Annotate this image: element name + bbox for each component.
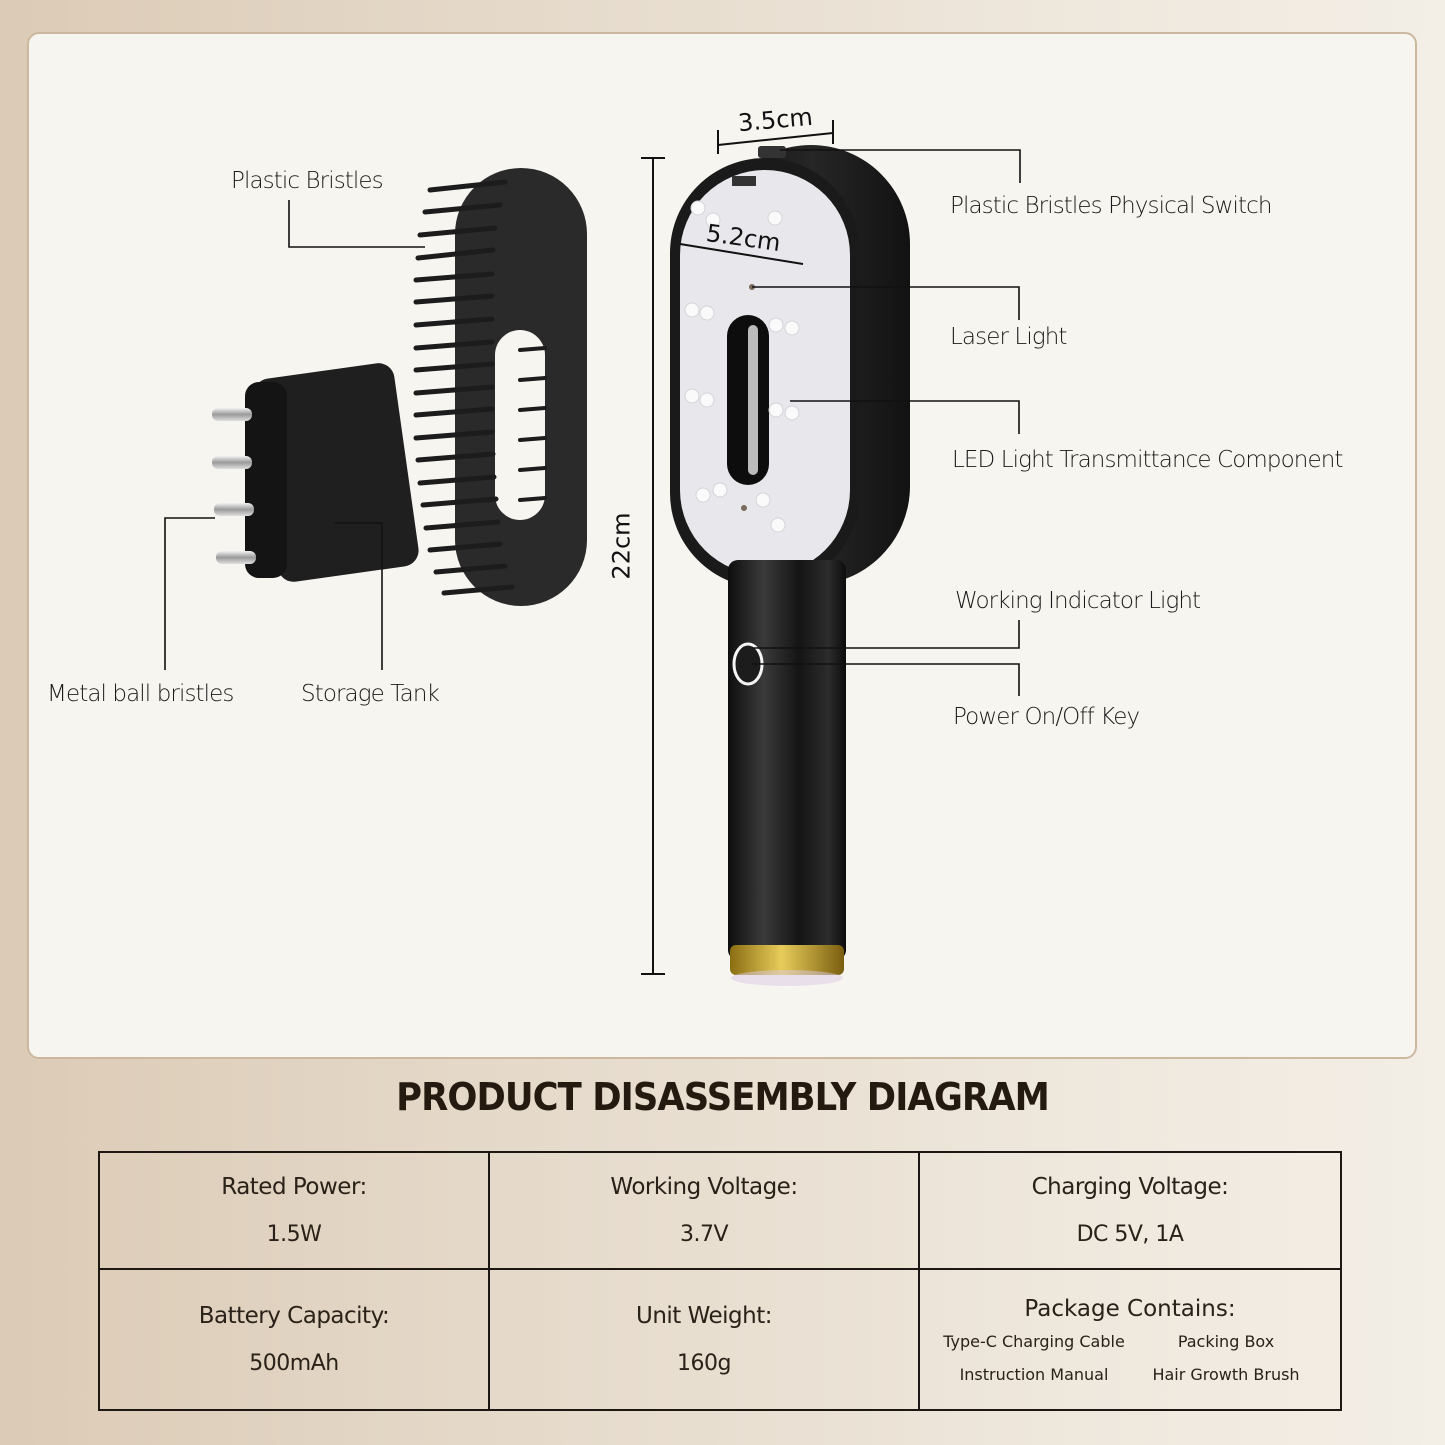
spec-cell-unit-weight: Unit Weight: 160g [488,1268,920,1411]
spec-value: 160g [677,1351,731,1377]
spec-cell-working-voltage: Working Voltage: 3.7V [488,1150,920,1271]
spec-label: Charging Voltage: [1031,1174,1229,1201]
spec-label: Unit Weight: [635,1303,773,1330]
package-item: Type-C Charging Cable [943,1331,1125,1351]
spec-cell-battery-capacity: Battery Capacity: 500mAh [98,1268,490,1411]
spec-value: 3.7V [679,1222,729,1248]
label-metal-ball-bristles: Metal ball bristles [47,681,234,707]
label-plastic-bristles: Plastic Bristles [231,168,384,194]
spec-value: 500mAh [249,1351,339,1377]
spec-label: Package Contains: [1024,1295,1236,1322]
leader-lines [164,149,1021,696]
spec-label: Working Voltage: [610,1174,798,1201]
label-power-key: Power On/Off Key [953,704,1140,730]
dimension-height: 22cm [607,512,636,580]
device-handle [728,560,846,986]
label-led-component: LED Light Transmittance Component [952,447,1343,473]
spec-table: Rated Power: 1.5W Working Voltage: 3.7V … [98,1150,1342,1411]
spec-cell-charging-voltage: Charging Voltage: DC 5V, 1A [918,1150,1342,1271]
label-physical-switch: Plastic Bristles Physical Switch [950,193,1272,219]
storage-tank-part [212,363,419,582]
table-row: Battery Capacity: 500mAh Unit Weight: 16… [98,1268,1342,1411]
package-item: Hair Growth Brush [1152,1364,1300,1384]
table-row: Rated Power: 1.5W Working Voltage: 3.7V … [98,1150,1342,1271]
page-title: PRODUCT DISASSEMBLY DIAGRAM [396,1075,1050,1119]
device-head [670,145,910,588]
dimension-lines [641,120,834,975]
spec-label: Battery Capacity: [198,1303,390,1330]
spec-value: DC 5V, 1A [1076,1222,1184,1248]
label-storage-tank: Storage Tank [301,681,440,707]
plastic-bristles-part [413,168,587,606]
package-items: Type-C Charging Cable Packing Box Instru… [920,1332,1340,1384]
spec-value: 1.5W [266,1222,322,1248]
package-item: Instruction Manual [959,1364,1109,1384]
spec-label: Rated Power: [221,1174,367,1201]
label-laser-light: Laser Light [950,324,1067,350]
package-item: Packing Box [1177,1331,1275,1351]
spec-cell-package: Package Contains: Type-C Charging Cable … [918,1268,1342,1411]
metal-ball-bristles-part [212,408,256,564]
label-working-indicator: Working Indicator Light [955,588,1201,614]
product-illustration [164,120,1021,986]
spec-cell-rated-power: Rated Power: 1.5W [98,1150,490,1271]
